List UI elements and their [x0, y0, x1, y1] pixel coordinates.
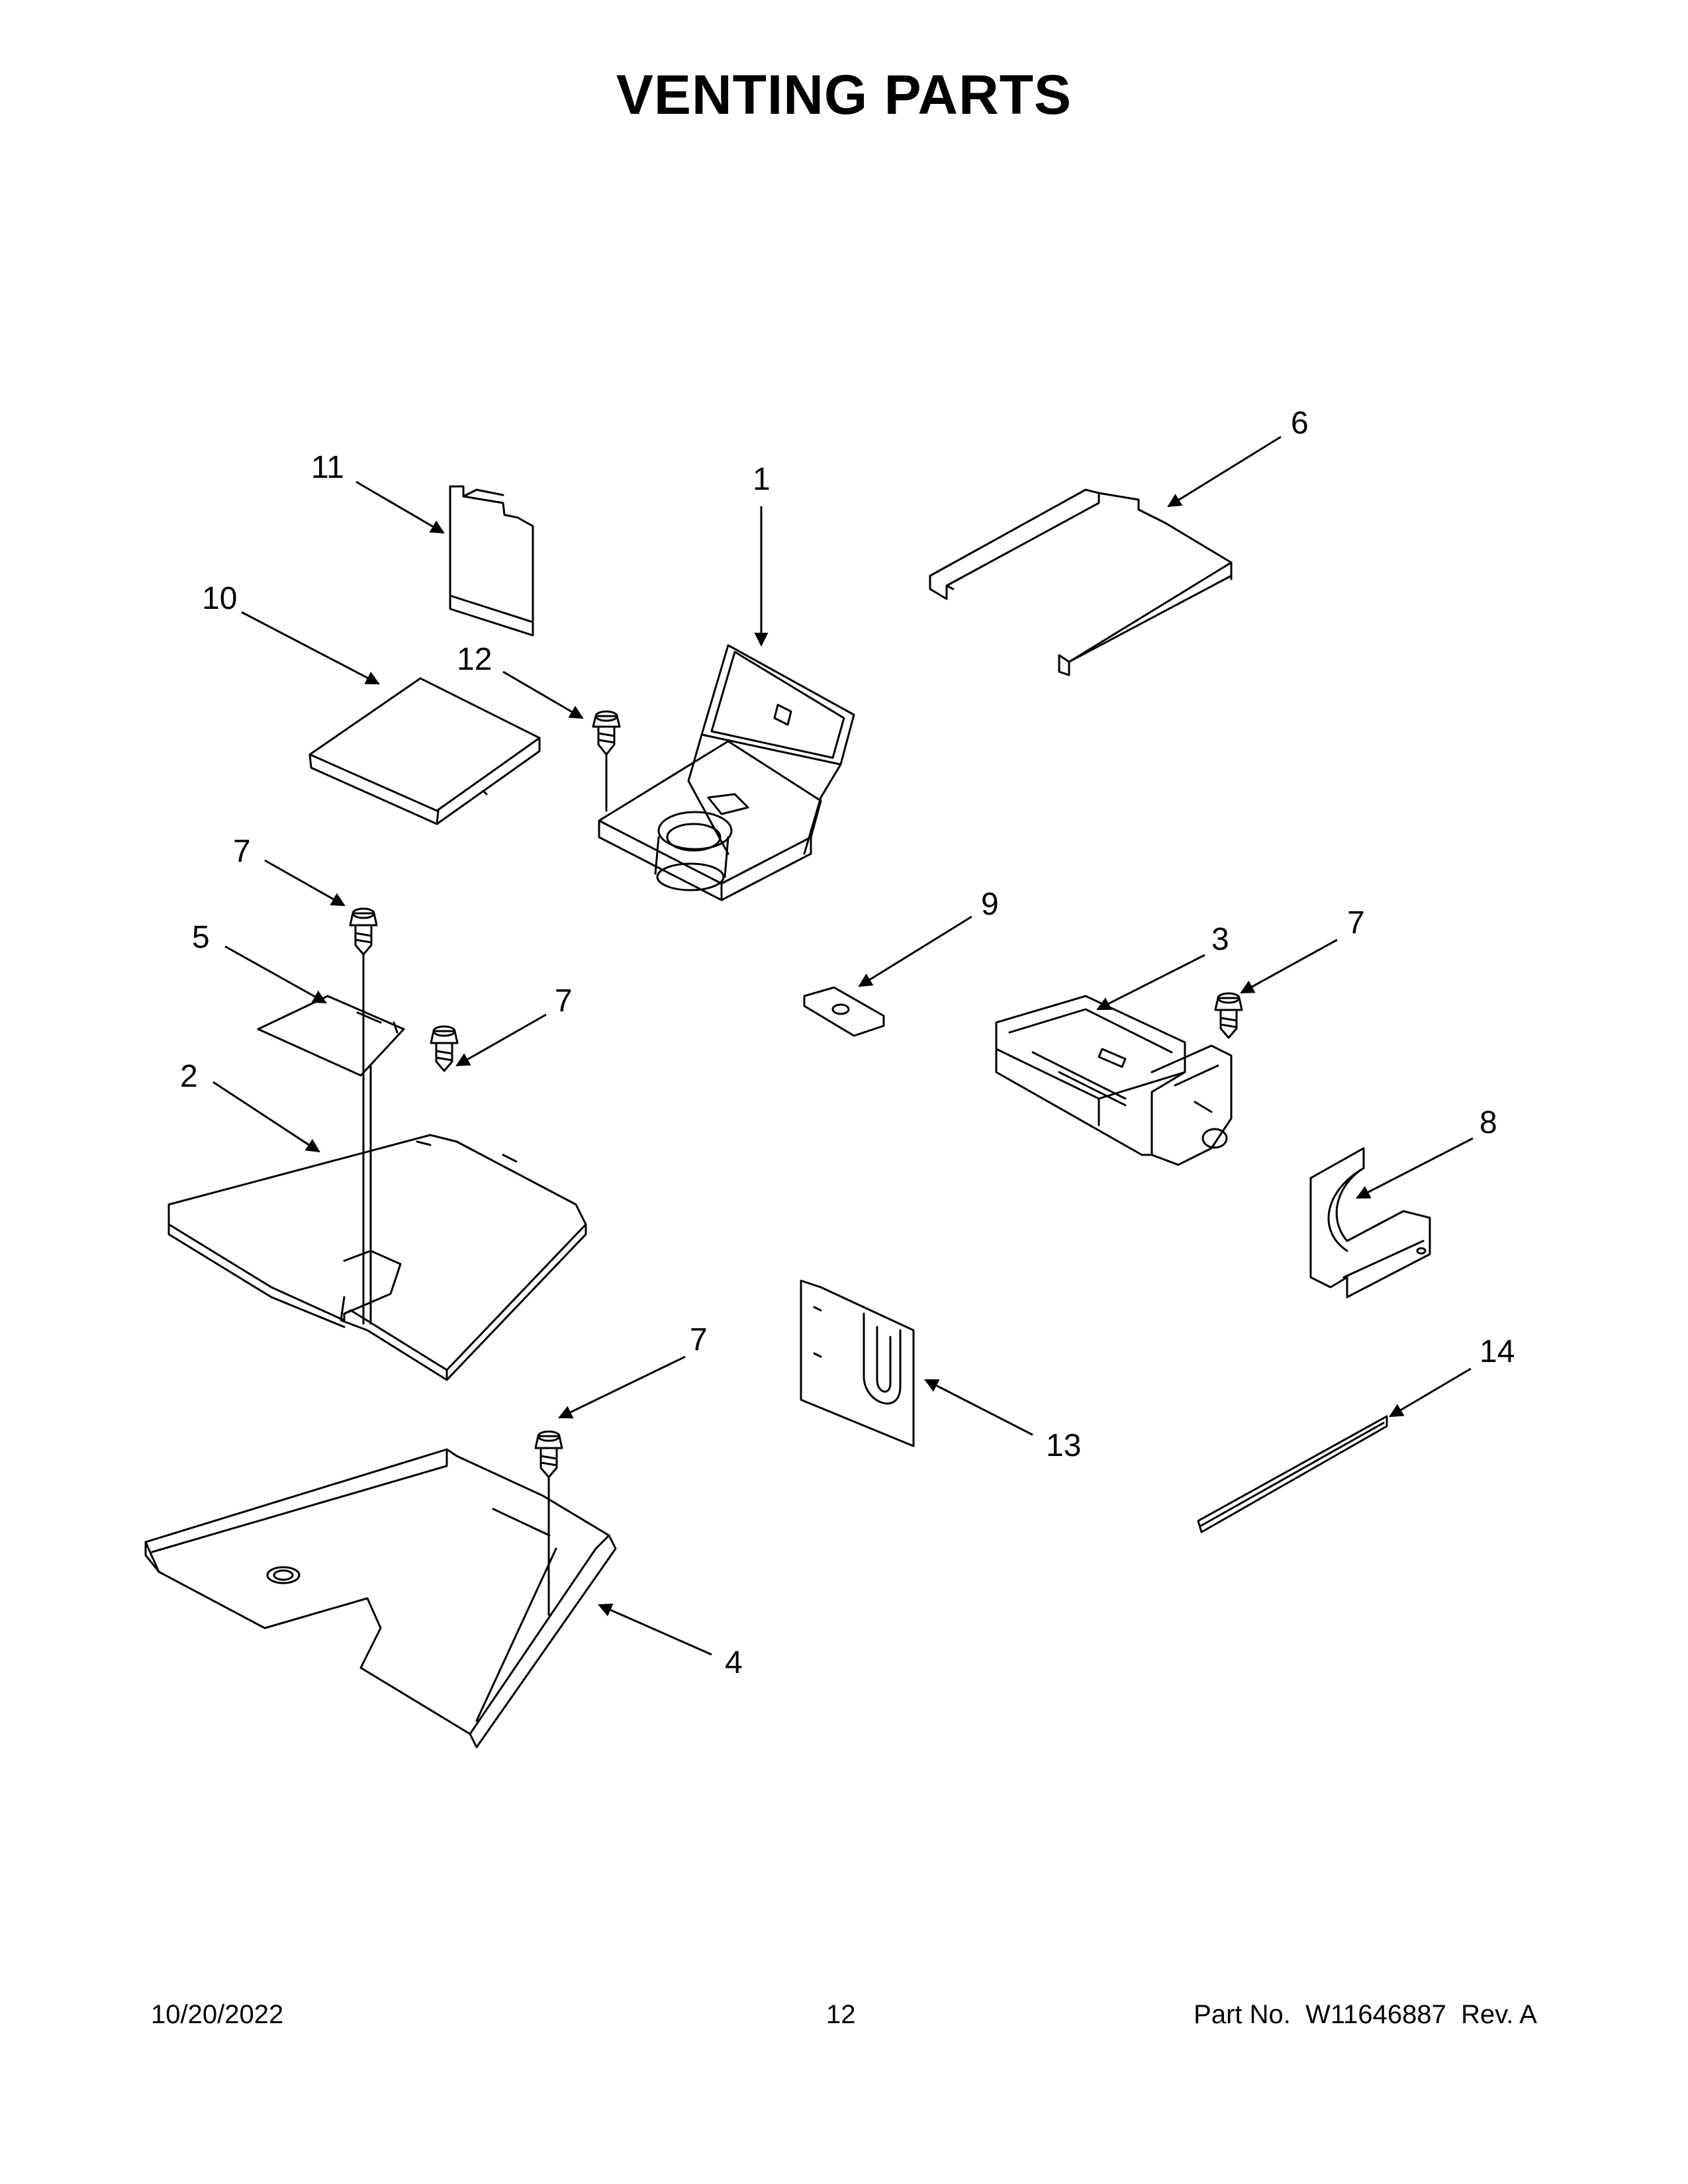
part-7-screw-d	[534, 1430, 563, 1616]
part-1-vent-duct	[598, 644, 855, 901]
leader-2	[212, 1081, 320, 1153]
part-9-plate	[803, 986, 885, 1037]
leader-6	[1167, 435, 1282, 508]
part-4-bottom-panel	[144, 1448, 617, 1749]
page-title: VENTING PARTS	[616, 64, 1072, 126]
callout-7c: 7	[1347, 905, 1365, 940]
callout-9: 9	[981, 887, 999, 922]
callout-5: 5	[192, 920, 210, 955]
part-6-frame	[929, 488, 1233, 676]
leader-10	[241, 611, 380, 685]
leader-11	[355, 480, 445, 534]
callout-11: 11	[311, 450, 344, 485]
leader-13	[924, 1379, 1033, 1436]
callout-7d: 7	[690, 1322, 708, 1357]
leader-3	[1096, 954, 1205, 1011]
callout-2: 2	[180, 1059, 198, 1094]
callout-13: 13	[1046, 1428, 1081, 1463]
leader-9	[858, 915, 972, 987]
part-2-top-panel	[167, 1134, 587, 1381]
part-7-screw-b	[430, 1025, 459, 1072]
callout-14: 14	[1479, 1334, 1515, 1369]
revision: Rev. A	[1461, 2000, 1537, 2029]
part-14-gasket	[1197, 1415, 1388, 1533]
callout-10: 10	[202, 581, 237, 616]
part-7-screw-a	[349, 907, 378, 1001]
callout-7a: 7	[233, 834, 251, 869]
part-number: W11646887	[1305, 2000, 1446, 2029]
footer-part-number: Part No. W11646887 Rev. A	[1194, 2000, 1537, 2030]
callout-7b: 7	[555, 983, 573, 1019]
callout-4: 4	[725, 1645, 743, 1680]
part-11-panel	[449, 485, 534, 637]
callout-6: 6	[1291, 406, 1309, 441]
part-12-screw	[592, 710, 621, 812]
part-10-plate	[308, 677, 541, 825]
callout-1: 1	[753, 462, 771, 497]
leader-8	[1356, 1137, 1474, 1199]
footer-page-number: 12	[826, 2000, 856, 2029]
callout-3: 3	[1211, 922, 1229, 957]
leader-5	[224, 945, 327, 1004]
leader-7a	[264, 859, 346, 907]
callout-12: 12	[457, 642, 492, 677]
leader-12	[502, 670, 584, 719]
leader-14	[1389, 1367, 1472, 1418]
leader-7b	[455, 1013, 547, 1067]
leader-7d	[558, 1355, 686, 1419]
part-13-baffle	[800, 1279, 915, 1447]
leader-4	[598, 1604, 712, 1656]
callout-8: 8	[1479, 1105, 1497, 1140]
part-3-blower	[995, 995, 1233, 1166]
footer-date: 10/20/2022	[151, 2000, 284, 2029]
leader-7c	[1240, 938, 1338, 994]
part-label: Part No.	[1194, 2000, 1291, 2029]
part-7-screw-c	[1214, 992, 1243, 1039]
part-8-side-bracket	[1309, 1147, 1431, 1298]
part-5-bracket	[257, 995, 405, 1325]
